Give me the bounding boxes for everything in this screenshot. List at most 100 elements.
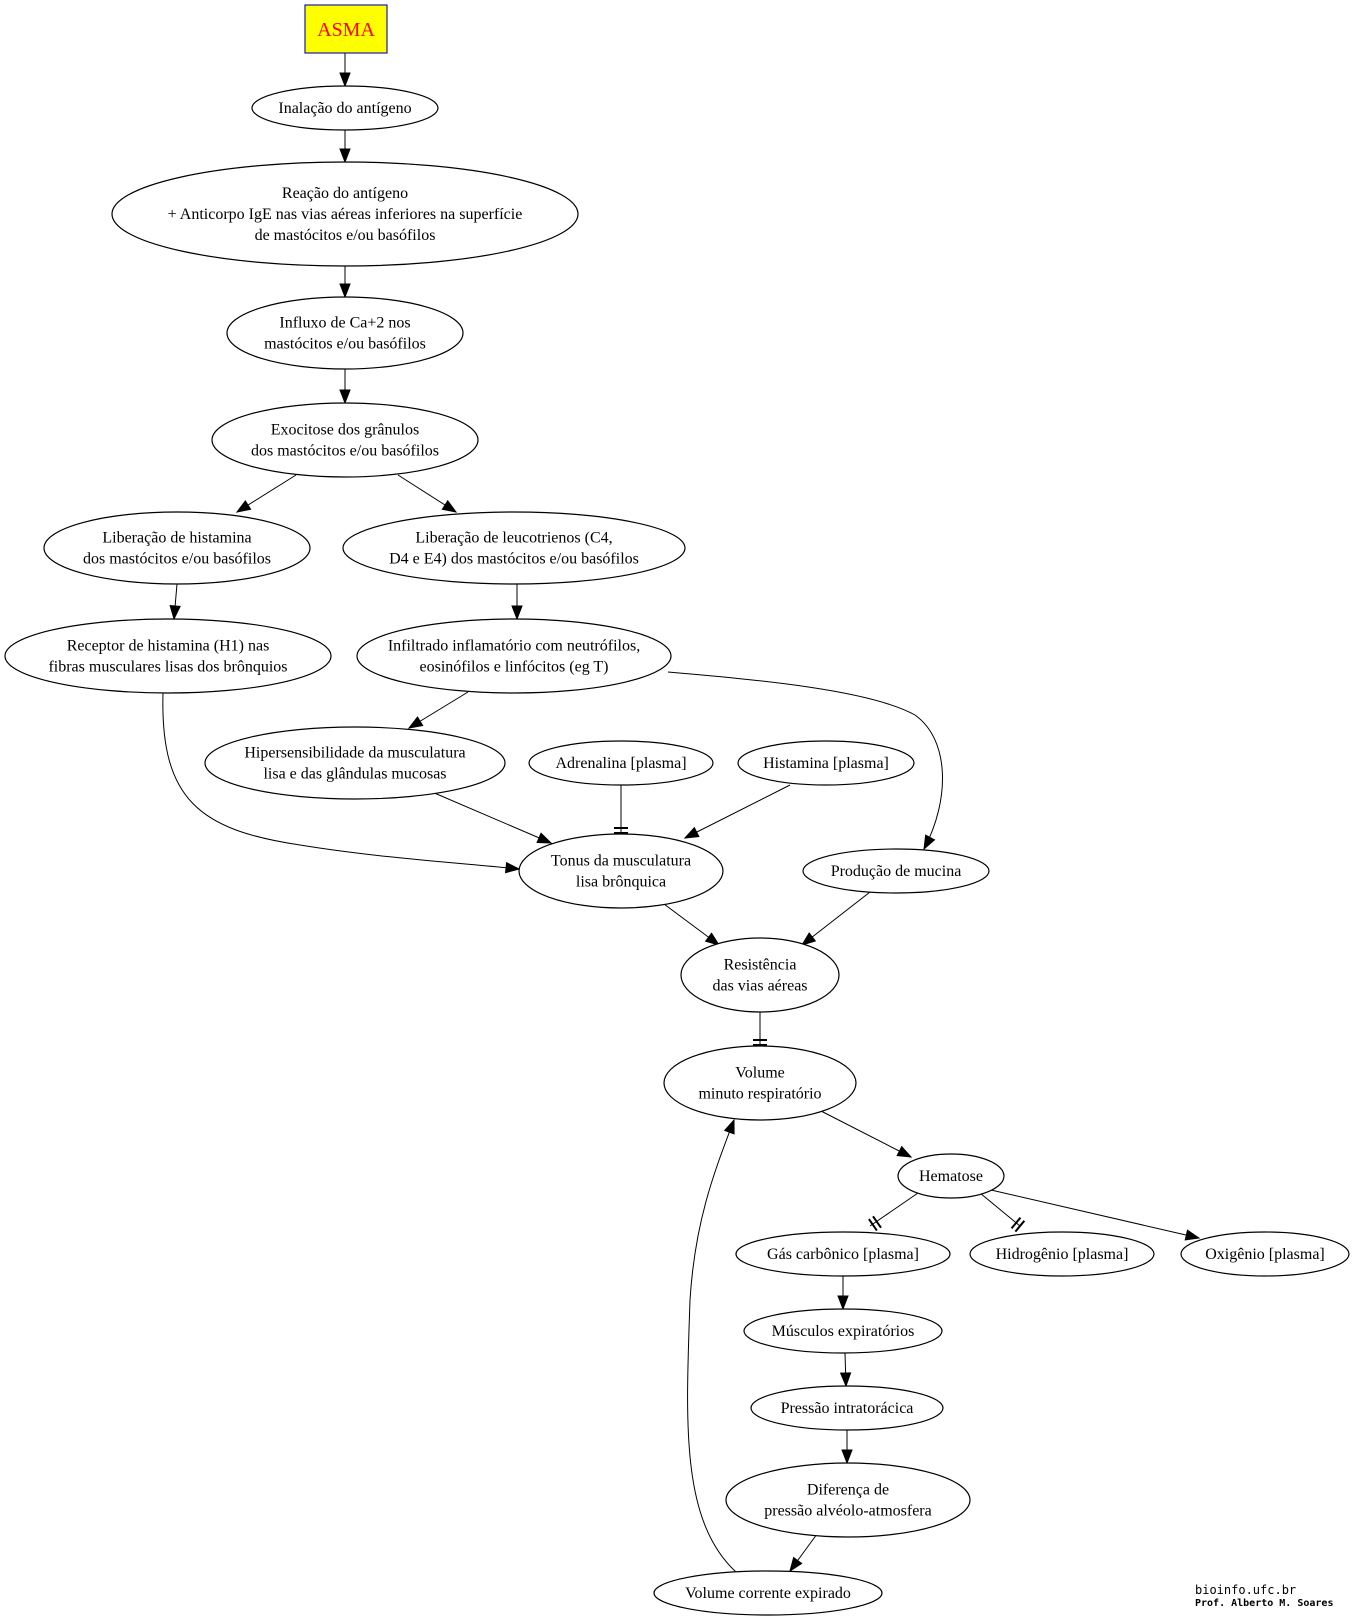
- title-box: [304, 4, 388, 54]
- edge-line: [979, 1192, 1021, 1227]
- node-label: Histamina [plasma]: [763, 755, 889, 772]
- arrow-head: [169, 605, 181, 621]
- node-label: Produção de mucina: [831, 863, 962, 880]
- edge-line: [820, 1110, 912, 1158]
- node-ellipse: [226, 296, 464, 370]
- arrow-head: [339, 283, 351, 299]
- edge-n15-n16: [820, 1110, 913, 1158]
- arrow-head: [723, 1118, 735, 1135]
- arrow-head: [789, 1556, 803, 1573]
- inhibition-bar: [868, 1218, 878, 1232]
- node-label: de mastócitos e/ou basófilos: [255, 227, 436, 244]
- edge-n21-n22: [841, 1430, 853, 1465]
- node-n10: Adrenalina [plasma]: [528, 740, 714, 786]
- node-label: mastócitos e/ou basófilos: [264, 336, 426, 353]
- arrow-head: [837, 1295, 849, 1311]
- arrow-head: [441, 499, 458, 513]
- node-label: Diferença de: [807, 1482, 889, 1499]
- inhibition-bar: [1010, 1216, 1022, 1230]
- arrow-head: [839, 1372, 852, 1388]
- node-label: lisa e das glândulas mucosas: [263, 766, 446, 783]
- arrow-head: [339, 72, 351, 88]
- node-n1: Inalação do antígeno: [251, 85, 439, 131]
- edge-n4-n5: [235, 474, 297, 513]
- node-label: Infiltrado inflamatório com neutrófilos,: [388, 638, 640, 655]
- edge-n17-n20: [837, 1276, 849, 1311]
- node-label: Volume: [735, 1065, 784, 1082]
- edge-line: [869, 1192, 919, 1227]
- arrow-head: [704, 932, 721, 946]
- node-n13: Produção de mucina: [802, 848, 990, 894]
- node-label: + Anticorpo IgE nas vias aéreas inferior…: [168, 206, 523, 223]
- edge-title-n1: [339, 53, 351, 88]
- edge-n3-n4: [339, 369, 351, 405]
- node-label: Liberação de leucotrienos (C4,: [415, 530, 612, 547]
- edge-line: [431, 791, 552, 844]
- node-n2: Reação do antígeno + Anticorpo IgE nas vi…: [111, 161, 579, 267]
- arrow-head: [504, 861, 521, 874]
- title-label: ASMA: [317, 19, 375, 41]
- node-ellipse: [969, 1231, 1155, 1277]
- edge-n16-n19: [990, 1189, 1201, 1241]
- node-ellipse: [897, 1153, 1005, 1199]
- arrow-head: [683, 826, 700, 839]
- node-ellipse: [1180, 1231, 1350, 1277]
- node-n23: Volume corrente expirado: [653, 1570, 883, 1616]
- arrow-head: [896, 1145, 913, 1158]
- edge-line: [687, 1119, 737, 1573]
- node-ellipse: [680, 937, 840, 1013]
- edge-n4-n6: [397, 474, 458, 513]
- node-n19: Oxigênio [plasma]: [1180, 1231, 1350, 1277]
- node-ellipse: [43, 511, 311, 585]
- edge-line: [667, 671, 943, 850]
- edge-line: [990, 1189, 1200, 1239]
- node-label: Tonus da musculatura: [551, 853, 691, 870]
- credits-site: bioinfo.ufc.br: [1195, 1583, 1297, 1597]
- arrow-head: [511, 605, 523, 621]
- arrow-head: [536, 832, 553, 844]
- arrow-head: [235, 499, 252, 513]
- arrow-head: [339, 148, 351, 164]
- edge-n5-n7: [169, 583, 181, 621]
- edge-n14-n15: [753, 1012, 767, 1046]
- node-label: Hidrogênio [plasma]: [996, 1246, 1129, 1263]
- node-ellipse: [725, 1462, 971, 1538]
- node-label: Hematose: [919, 1168, 983, 1185]
- node-label: Oxigênio [plasma]: [1205, 1246, 1325, 1263]
- title-node: ASMA: [304, 4, 388, 54]
- node-ellipse: [518, 833, 724, 909]
- edge-n20-n21: [839, 1352, 852, 1388]
- node-ellipse: [111, 161, 579, 267]
- edge-n8-n9: [407, 691, 469, 729]
- node-label: Resistência: [724, 957, 797, 974]
- node-label: Gás carbônico [plasma]: [767, 1246, 919, 1263]
- node-n17: Gás carbônico [plasma]: [735, 1231, 951, 1277]
- edge-n12-n14: [663, 903, 721, 946]
- node-ellipse: [750, 1385, 944, 1431]
- arrow-head: [841, 1449, 853, 1465]
- node-ellipse: [663, 1045, 857, 1121]
- node-label: dos mastócitos e/ou basófilos: [83, 551, 271, 568]
- node-label: Exocitose dos grânulos: [271, 422, 419, 439]
- node-label: Influxo de Ca+2 nos: [279, 315, 410, 332]
- node-n6: Liberação de leucotrienos (C4,D4 e E4) d…: [342, 511, 686, 585]
- arrow-head: [339, 389, 351, 405]
- node-label: Receptor de histamina (H1) nas: [67, 638, 270, 655]
- edge-line: [684, 784, 791, 839]
- edge-n23-n15: [687, 1118, 737, 1573]
- node-label: Músculos expiratórios: [772, 1323, 915, 1340]
- node-n11: Histamina [plasma]: [737, 740, 915, 786]
- inhibition-bar: [872, 1215, 882, 1229]
- edge-n2-n3: [339, 266, 351, 299]
- node-label: Reação do antígeno: [282, 185, 408, 202]
- edge-n6-n8: [511, 584, 523, 621]
- node-ellipse: [653, 1570, 883, 1616]
- edge-n1-n2: [339, 130, 351, 164]
- node-label: Volume corrente expirado: [685, 1585, 851, 1602]
